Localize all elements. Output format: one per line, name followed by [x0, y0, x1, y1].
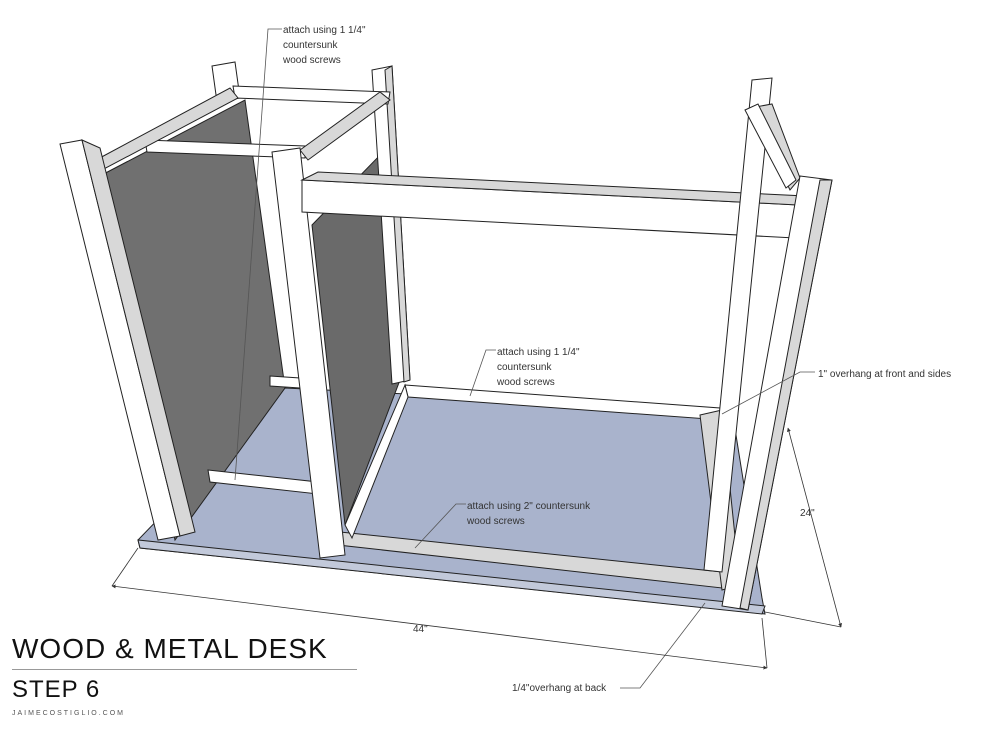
leader-lines	[234, 28, 815, 689]
dimension-width-label: 44"	[413, 624, 428, 635]
dimension-depth-label: 24"	[800, 508, 815, 519]
annotation-middle-line3: wood screws	[496, 377, 555, 388]
step-label: STEP 6	[12, 676, 101, 703]
right-back-leg	[703, 77, 801, 573]
annotation-top-line2: countersunk	[283, 40, 338, 51]
bottom-apron-frame	[207, 375, 741, 591]
annotation-top: attach using 1 1/4" countersunk wood scr…	[282, 25, 366, 66]
annotation-middle-line2: countersunk	[497, 362, 552, 373]
annotation-overhang-back: 1/4"overhang at back	[512, 683, 607, 694]
annotation-top-line3: wood screws	[282, 55, 341, 66]
annotation-top-line1: attach using 1 1/4"	[283, 25, 366, 36]
site-credit: JAIMECOSTIGLIO.COM	[12, 710, 126, 717]
annotation-overhang-front: 1" overhang at front and sides	[818, 369, 951, 380]
page-title: WOOD & METAL DESK	[12, 633, 328, 664]
front-left-leg	[59, 139, 196, 541]
annotation-bottom: attach using 2" countersunk wood screws	[466, 501, 591, 527]
dimension-lines	[111, 427, 843, 670]
annotation-bottom-line1: attach using 2" countersunk	[467, 501, 591, 512]
title-divider	[12, 669, 357, 670]
left-side-panel	[95, 99, 401, 542]
front-middle-leg	[271, 147, 346, 559]
title-block: WOOD & METAL DESK STEP 6 JAIMECOSTIGLIO.…	[12, 632, 357, 717]
annotation-bottom-line2: wood screws	[466, 516, 525, 527]
back-left-legs	[211, 61, 411, 385]
annotation-middle-line1: attach using 1 1/4"	[497, 347, 580, 358]
annotation-middle: attach using 1 1/4" countersunk wood scr…	[496, 347, 580, 388]
left-top-rails	[95, 85, 391, 171]
